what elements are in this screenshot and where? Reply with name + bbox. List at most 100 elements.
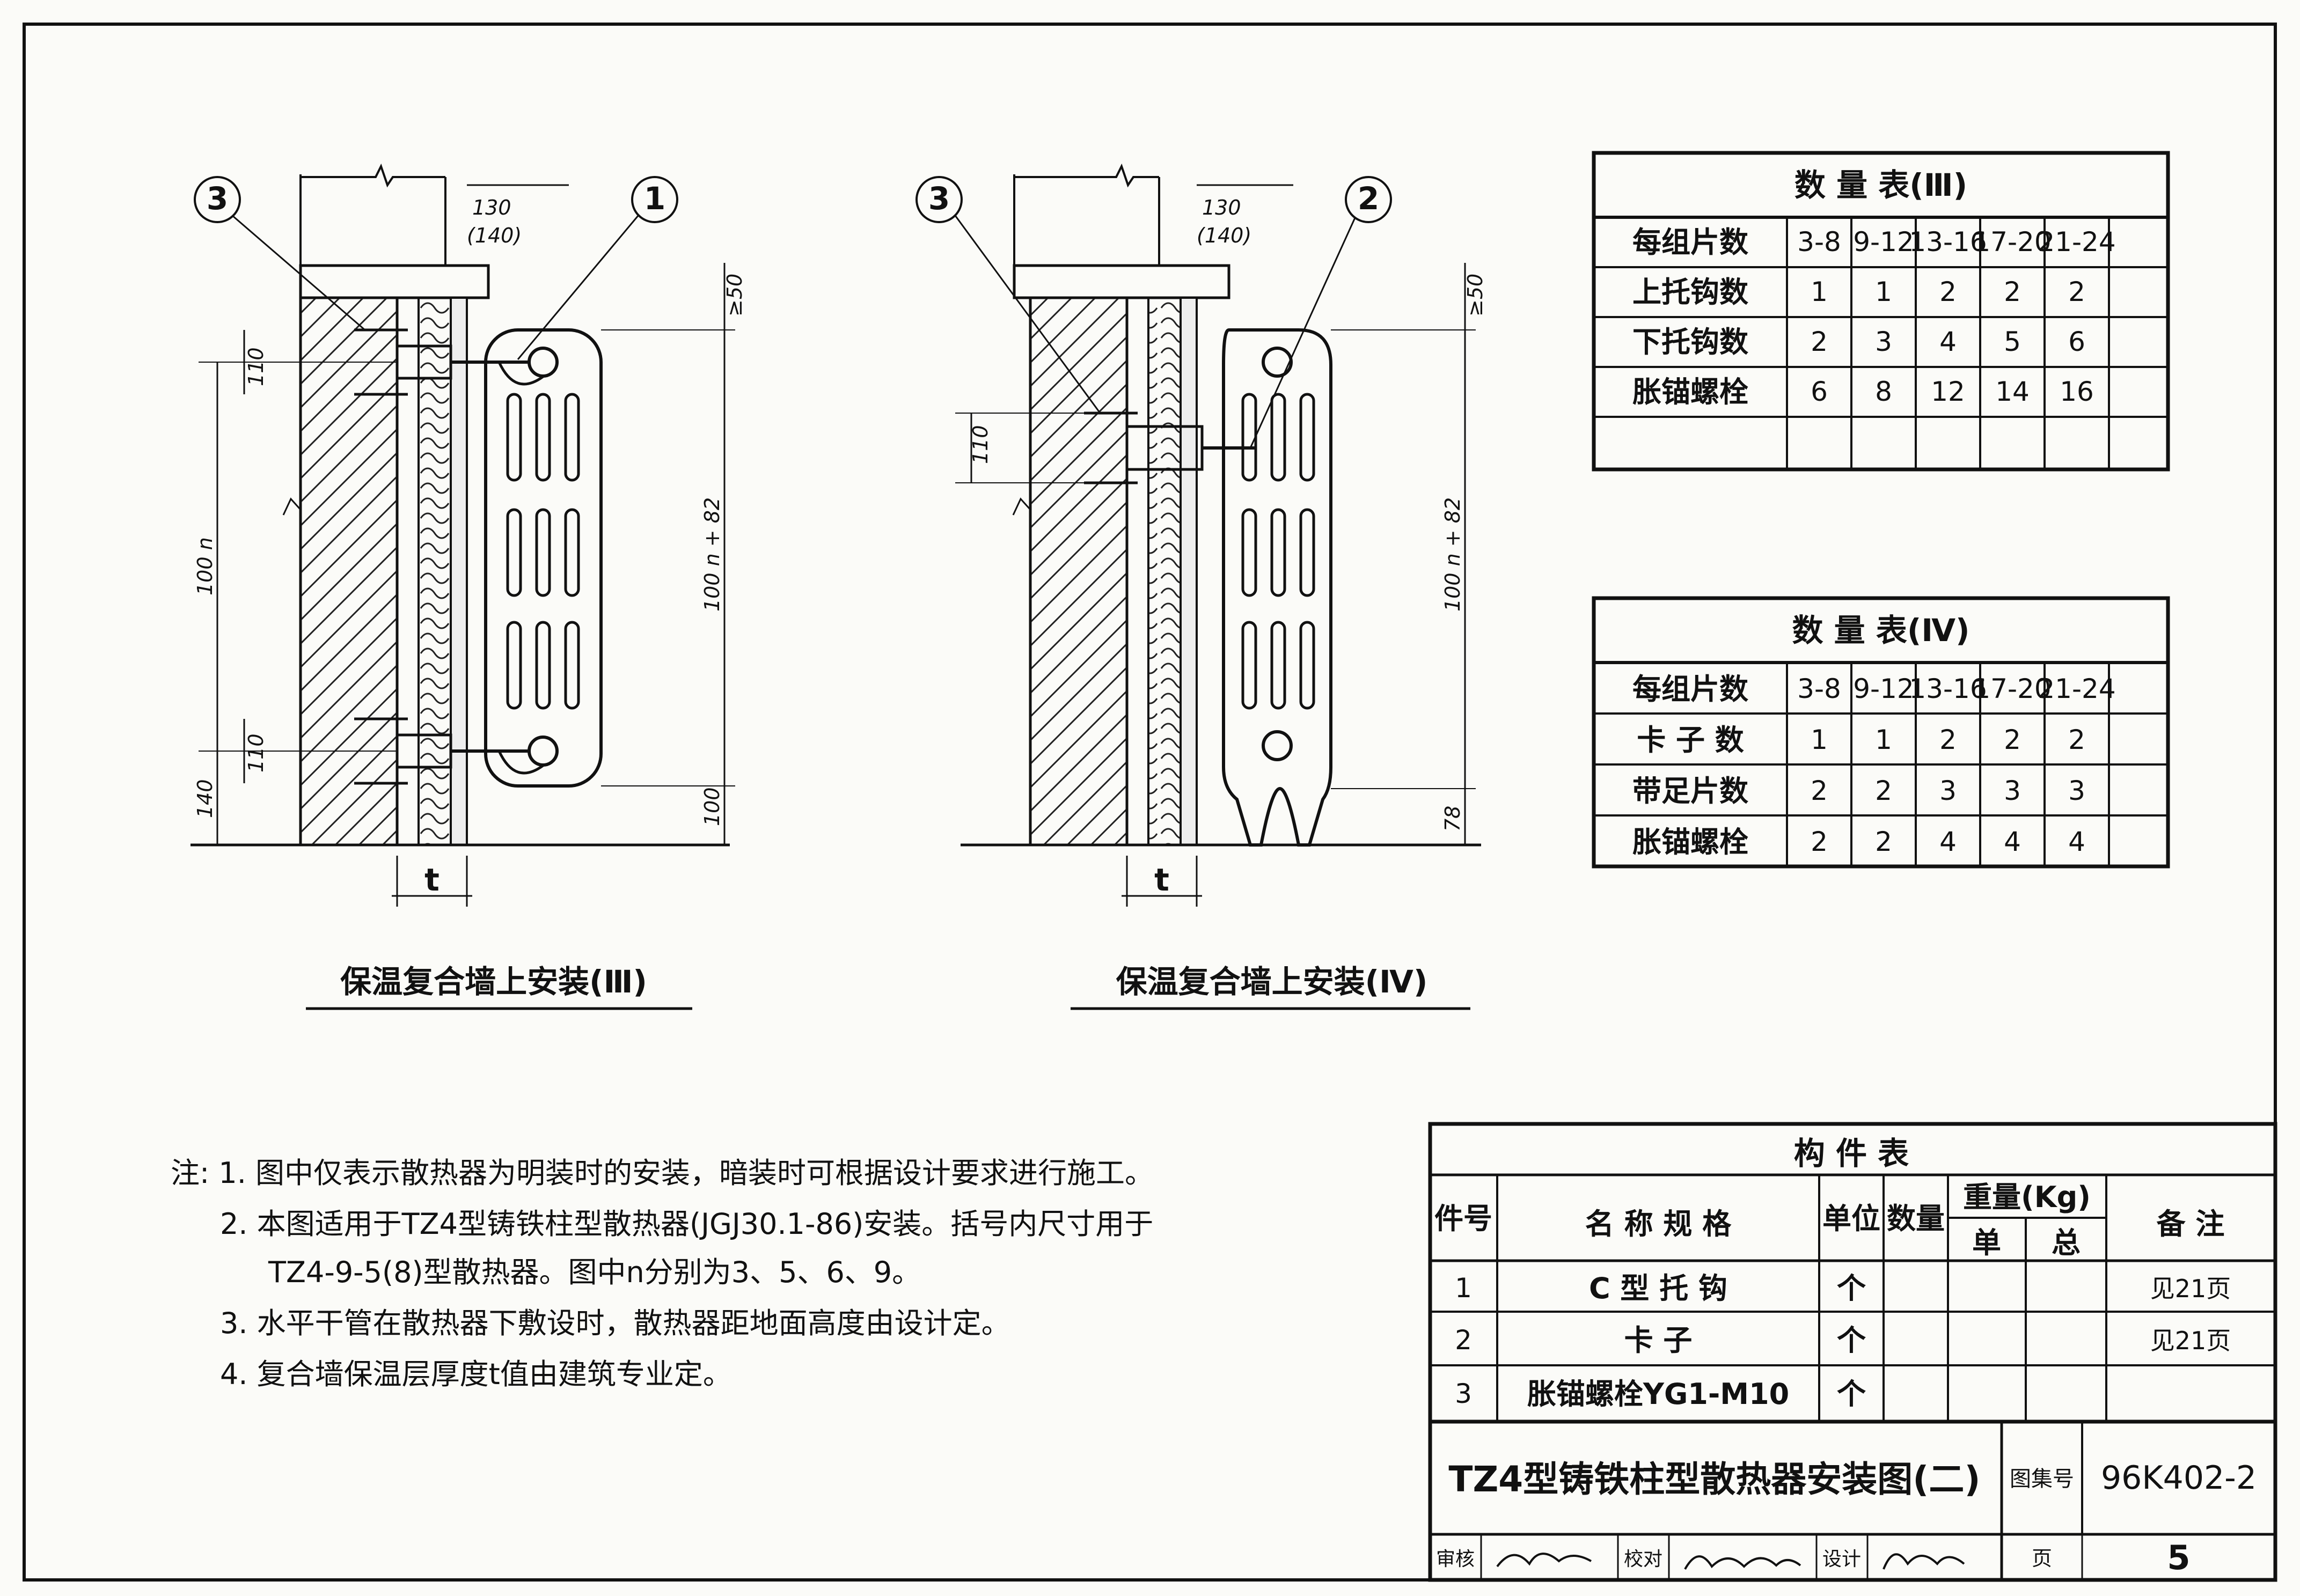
parts-title: 构 件 表 (1794, 1135, 1909, 1172)
callout-1 (631, 176, 678, 223)
parts-row-remark: 见21页 (2150, 1326, 2231, 1355)
design-signature (1883, 1553, 1965, 1570)
review-label: 审核 (1436, 1548, 1475, 1570)
parts-col-remark: 备 注 (2157, 1207, 2225, 1241)
page-number: 5 (2167, 1538, 2190, 1577)
dim-130-right: 130 (1202, 196, 1241, 219)
dim-110-right: 110 (969, 425, 992, 464)
table-cell: 8 (1875, 376, 1892, 407)
table-cell: 4 (2004, 826, 2021, 857)
dim-100n82-left: 100 n + 82 (700, 497, 724, 612)
table-cell: 3 (2068, 775, 2085, 806)
design-label: 设计 (1822, 1548, 1861, 1570)
table-cell: 2 (2068, 724, 2085, 755)
parts-row-name: 胀锚螺栓YG1-M10 (1527, 1377, 1789, 1411)
table-cell: 2 (1811, 826, 1828, 857)
dim-78-right: 78 (1441, 806, 1464, 832)
table-cell: 6 (2068, 326, 2085, 357)
table-cell: 1 (1875, 276, 1892, 307)
insulation-layer (417, 297, 452, 846)
dim-140-left: (140) (467, 224, 522, 247)
table-iv-title: 数 量 表(Ⅳ) (1792, 612, 1969, 649)
check-signature (1684, 1555, 1801, 1570)
page-label: 页 (2032, 1547, 2052, 1570)
table-cell: 21-24 (2038, 226, 2115, 258)
table-cell: 3 (1939, 775, 1957, 806)
table-cell: 2 (1875, 775, 1892, 806)
table-cell: 21-24 (2038, 673, 2115, 704)
dim-50-left: ≥50 (723, 274, 746, 317)
caption-left: 保温复合墙上安装(Ⅲ) (340, 964, 647, 1000)
note-4: 4. 复合墙保温层厚度t值由建筑专业定。 (220, 1357, 732, 1391)
dim-100n-left: 100 n (193, 537, 217, 595)
table-cell: 2 (2068, 276, 2085, 307)
dim-110-bottom-left: 110 (244, 733, 268, 773)
table-cell: 3-8 (1797, 226, 1841, 258)
dim-t-left: t (424, 862, 440, 898)
table-cell: 每组片数 (1632, 672, 1748, 706)
parts-col-no: 件号 (1434, 1202, 1492, 1235)
note-1: 注: 1. 图中仅表示散热器为明装时的安装，暗装时可根据设计要求进行施工。 (171, 1156, 1154, 1190)
table-cell: 2 (2004, 276, 2021, 307)
table-cell: 2 (1939, 276, 1957, 307)
table-cell: 胀锚螺栓 (1632, 825, 1748, 859)
parts-col-unit: 单位 (1822, 1202, 1880, 1235)
table-cell: 17-20 (1973, 226, 2051, 258)
table-cell: 每组片数 (1632, 225, 1748, 259)
check-label: 校对 (1624, 1548, 1662, 1570)
table-cell: 12 (1931, 376, 1965, 407)
table-cell: 17-20 (1973, 673, 2051, 704)
table-cell: 3-8 (1797, 673, 1841, 704)
quantity-table-iv: 数 量 表(Ⅳ) 每组片数 3-8 9-12 13-16 17-20 21-24… (1592, 596, 2170, 869)
parts-row-unit: 个 (1837, 1377, 1866, 1411)
callout-1-text: 1 (644, 180, 665, 217)
table-cell: 带足片数 (1632, 774, 1748, 808)
callout-2-text: 2 (1358, 180, 1379, 217)
parts-col-total: 总 (2052, 1226, 2081, 1260)
dim-100-left: 100 (700, 787, 724, 826)
radiator-iii (484, 328, 603, 788)
radiator-iv (1222, 328, 1332, 847)
table-cell: 2 (2004, 724, 2021, 755)
table-cell: 4 (2068, 826, 2085, 857)
table-iii-title: 数 量 表(Ⅲ) (1794, 167, 1967, 203)
note-3: 3. 水平干管在散热器下敷设时，散热器距地面高度由设计定。 (220, 1306, 1010, 1340)
table-cell: 上托钩数 (1632, 275, 1748, 309)
table-cell: 1 (1875, 724, 1892, 755)
masonry-wall-right (1029, 296, 1129, 847)
parts-row-remark: 见21页 (2150, 1274, 2231, 1303)
table-cell: 14 (1995, 376, 2030, 407)
callout-3-right (915, 176, 963, 223)
table-cell: 6 (1811, 376, 1828, 407)
dim-110-top-left: 110 (244, 347, 268, 386)
table-cell: 13-16 (1909, 226, 1987, 258)
table-cell: 3 (1875, 326, 1892, 357)
table-cell: 2 (1811, 326, 1828, 357)
dim-50-right: ≥50 (1463, 274, 1487, 317)
parts-col-single: 单 (1972, 1226, 2001, 1260)
table-cell: 2 (1939, 724, 1957, 755)
table-cell: 5 (2004, 326, 2021, 357)
parts-col-qty: 数量 (1887, 1202, 1945, 1235)
table-cell: 胀锚螺栓 (1632, 375, 1748, 409)
atlas-number: 96K402-2 (2101, 1459, 2257, 1497)
parts-row-unit: 个 (1837, 1323, 1866, 1357)
table-cell: 9-12 (1853, 226, 1914, 258)
callout-3-left-text: 3 (207, 180, 228, 217)
parts-table: 构 件 表 件号 名 称 规 格 单位 数量 重量(Kg) 单 总 备 注 1 … (1428, 1122, 2277, 1424)
parts-row-name: C 型 托 钩 (1589, 1271, 1727, 1305)
callout-3-left (194, 176, 241, 223)
dim-140-floor-left: 140 (193, 779, 217, 818)
note-2: 2. 本图适用于TZ4型铸铁柱型散热器(JGJ30.1-86)安装。括号内尺寸用… (220, 1207, 1153, 1241)
review-signature (1496, 1553, 1592, 1568)
parts-row-unit: 个 (1837, 1271, 1866, 1305)
table-cell: 4 (1939, 326, 1957, 357)
dim-140-right: (140) (1197, 224, 1251, 247)
table-cell: 1 (1811, 276, 1828, 307)
table-cell: 16 (2060, 376, 2094, 407)
caption-right: 保温复合墙上安装(Ⅳ) (1116, 964, 1428, 1000)
parts-row-no: 1 (1455, 1273, 1472, 1304)
table-cell: 9-12 (1853, 673, 1914, 704)
dim-t-right: t (1154, 862, 1169, 898)
